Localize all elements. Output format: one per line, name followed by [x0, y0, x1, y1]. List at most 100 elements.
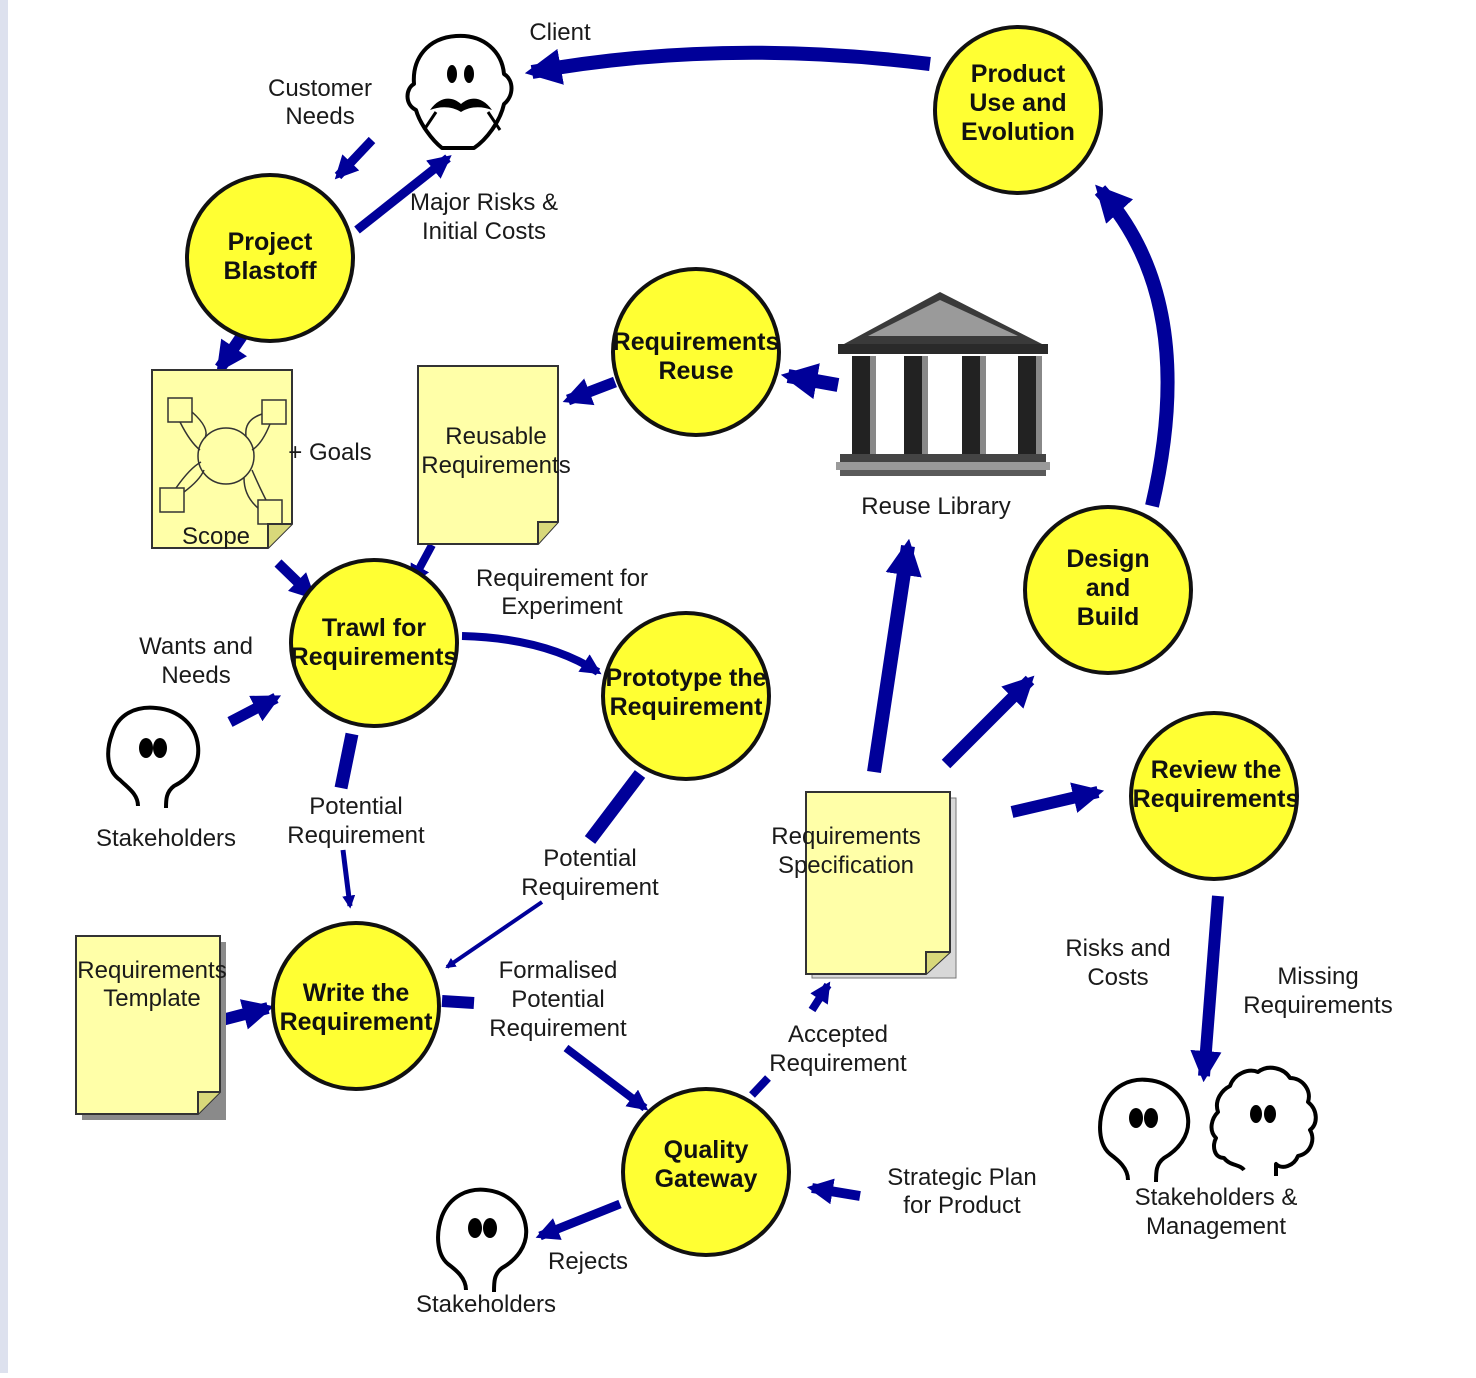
client-head-icon	[405, 33, 514, 150]
scope-document: Scope	[151, 369, 293, 550]
reusable-line-1: Reusable	[445, 423, 546, 450]
requirements-specification-document: Requirements Specification	[771, 791, 957, 979]
arrow-scope-to-trawl	[274, 559, 316, 600]
major-risks-line-1: Major Risks &	[410, 189, 558, 216]
prototype-line-2: Requirement	[610, 693, 763, 721]
reuse-line-2: Reuse	[658, 357, 733, 385]
stakeholders-mgmt-line-1: Stakeholders &	[1135, 1184, 1298, 1211]
accepted-line-1: Accepted	[788, 1021, 888, 1048]
potential-req-1-line-1: Potential	[309, 793, 402, 820]
potential-req-2-line-2: Requirement	[521, 874, 659, 901]
template-line-1: Requirements	[77, 957, 226, 984]
left-edge-strip	[0, 0, 8, 1373]
trawl-line-2: Requirements	[291, 643, 458, 671]
potential-req-2-line-1: Potential	[543, 845, 636, 872]
process-trawl: Trawl for Requirements	[289, 558, 459, 728]
arrow-write-formalised	[441, 995, 475, 1009]
arrow-review-to-stakeholders	[1190, 895, 1224, 1083]
arrow-spec-to-library	[867, 538, 922, 774]
process-requirements-reuse: Requirements Reuse	[611, 267, 781, 437]
wants-needs-line-2: Needs	[161, 662, 230, 689]
arrow-library-to-reuse	[780, 363, 840, 400]
arrow-template-to-write	[220, 999, 275, 1030]
process-project-blastoff: Project Blastoff	[185, 173, 355, 343]
design-line-1: Design	[1066, 545, 1149, 573]
stakeholders-bottom-label: Stakeholders	[416, 1291, 556, 1318]
arrow-trawl-to-write-head	[340, 849, 356, 909]
formalised-line-3: Requirement	[489, 1015, 627, 1042]
potential-req-1-line-2: Requirement	[287, 822, 425, 849]
prototype-line-1: Prototype the	[605, 664, 766, 692]
flow-arrows	[215, 45, 1224, 1241]
arrow-spec-to-design	[941, 675, 1035, 769]
formalised-line-2: Potential	[511, 986, 604, 1013]
rejects-label: Rejects	[548, 1248, 628, 1275]
arrow-blastoff-to-client	[354, 154, 452, 234]
review-line-1: Review the	[1151, 756, 1282, 784]
arrow-product-to-client	[524, 45, 931, 85]
trawl-line-1: Trawl for	[322, 614, 426, 642]
scope-label: Scope	[182, 523, 250, 550]
req-experiment-line-2: Experiment	[501, 593, 623, 620]
blastoff-line-1: Project	[228, 228, 313, 256]
accepted-line-2: Requirement	[769, 1050, 907, 1077]
missing-line-2: Requirements	[1243, 992, 1392, 1019]
process-quality-gateway: Quality Gateway	[621, 1087, 791, 1257]
process-design-build: Design and Build	[1023, 505, 1193, 675]
arrow-stakeholders-to-trawl	[227, 693, 282, 727]
strategic-plan-line-2: for Product	[903, 1192, 1021, 1219]
arrow-trawl-to-prototype	[461, 632, 602, 676]
customer-needs-line-1: Customer	[268, 75, 372, 102]
write-line-1: Write the	[303, 979, 410, 1007]
stakeholders-left-head-icon	[106, 705, 201, 809]
arrow-gateway-to-spec-head	[808, 981, 832, 1013]
arrow-strategic-to-gateway	[806, 1178, 861, 1205]
arrow-prototype-to-write-head	[445, 900, 544, 969]
blastoff-line-2: Blastoff	[223, 257, 317, 285]
reuse-library-building-icon	[836, 292, 1050, 476]
goals-label: + Goals	[288, 439, 371, 466]
write-line-2: Requirement	[280, 1008, 433, 1036]
flow-labels: Customer Needs Major Risks & Initial Cos…	[139, 75, 1393, 1275]
arrow-gateway-to-rejects	[535, 1199, 622, 1241]
wants-needs-line-1: Wants and	[139, 633, 253, 660]
reusable-line-2: Requirements	[421, 452, 570, 479]
req-experiment-line-1: Requirement for	[476, 565, 648, 592]
product-use-line-3: Evolution	[961, 118, 1075, 146]
requirements-template-document: Requirements Template	[75, 935, 227, 1120]
formalised-line-1: Formalised	[499, 957, 618, 984]
stakeholders-left-label: Stakeholders	[96, 825, 236, 852]
process-write: Write the Requirement	[271, 921, 441, 1091]
design-line-3: Build	[1077, 603, 1140, 631]
context-diagram-icon	[159, 397, 287, 525]
arrow-gateway-to-spec	[749, 1075, 771, 1098]
client-label: Client	[529, 19, 591, 46]
arrow-reuse-to-reusable	[562, 376, 617, 406]
product-use-line-2: Use and	[969, 89, 1066, 117]
arrow-formalised-to-gateway	[563, 1044, 649, 1112]
product-use-line-1: Product	[971, 60, 1066, 88]
risks-costs-line-1: Risks and	[1065, 935, 1170, 962]
arrow-trawl-to-write	[334, 732, 359, 790]
arrow-prototype-to-write	[584, 770, 646, 844]
process-prototype: Prototype the Requirement	[601, 611, 771, 781]
stakeholders-mgmt-line-2: Management	[1146, 1213, 1286, 1240]
reuse-line-1: Requirements	[613, 328, 780, 356]
spec-line-2: Specification	[778, 852, 914, 879]
process-product-use: Product Use and Evolution	[933, 25, 1103, 195]
major-risks-line-2: Initial Costs	[422, 218, 546, 245]
strategic-plan-line-1: Strategic Plan	[887, 1164, 1036, 1191]
reuse-library-label: Reuse Library	[861, 493, 1010, 520]
stakeholders-bottom-head-icon	[436, 1187, 529, 1293]
missing-line-1: Missing	[1277, 963, 1358, 990]
arrow-client-to-blastoff	[334, 136, 376, 180]
template-line-2: Template	[103, 985, 200, 1012]
arrow-design-to-product	[1094, 184, 1175, 508]
reusable-requirements-document: Reusable Requirements	[417, 365, 571, 545]
gateway-line-1: Quality	[664, 1136, 749, 1164]
arrow-spec-to-review	[1010, 782, 1105, 818]
risks-costs-line-2: Costs	[1087, 964, 1148, 991]
gateway-line-2: Gateway	[655, 1165, 758, 1193]
